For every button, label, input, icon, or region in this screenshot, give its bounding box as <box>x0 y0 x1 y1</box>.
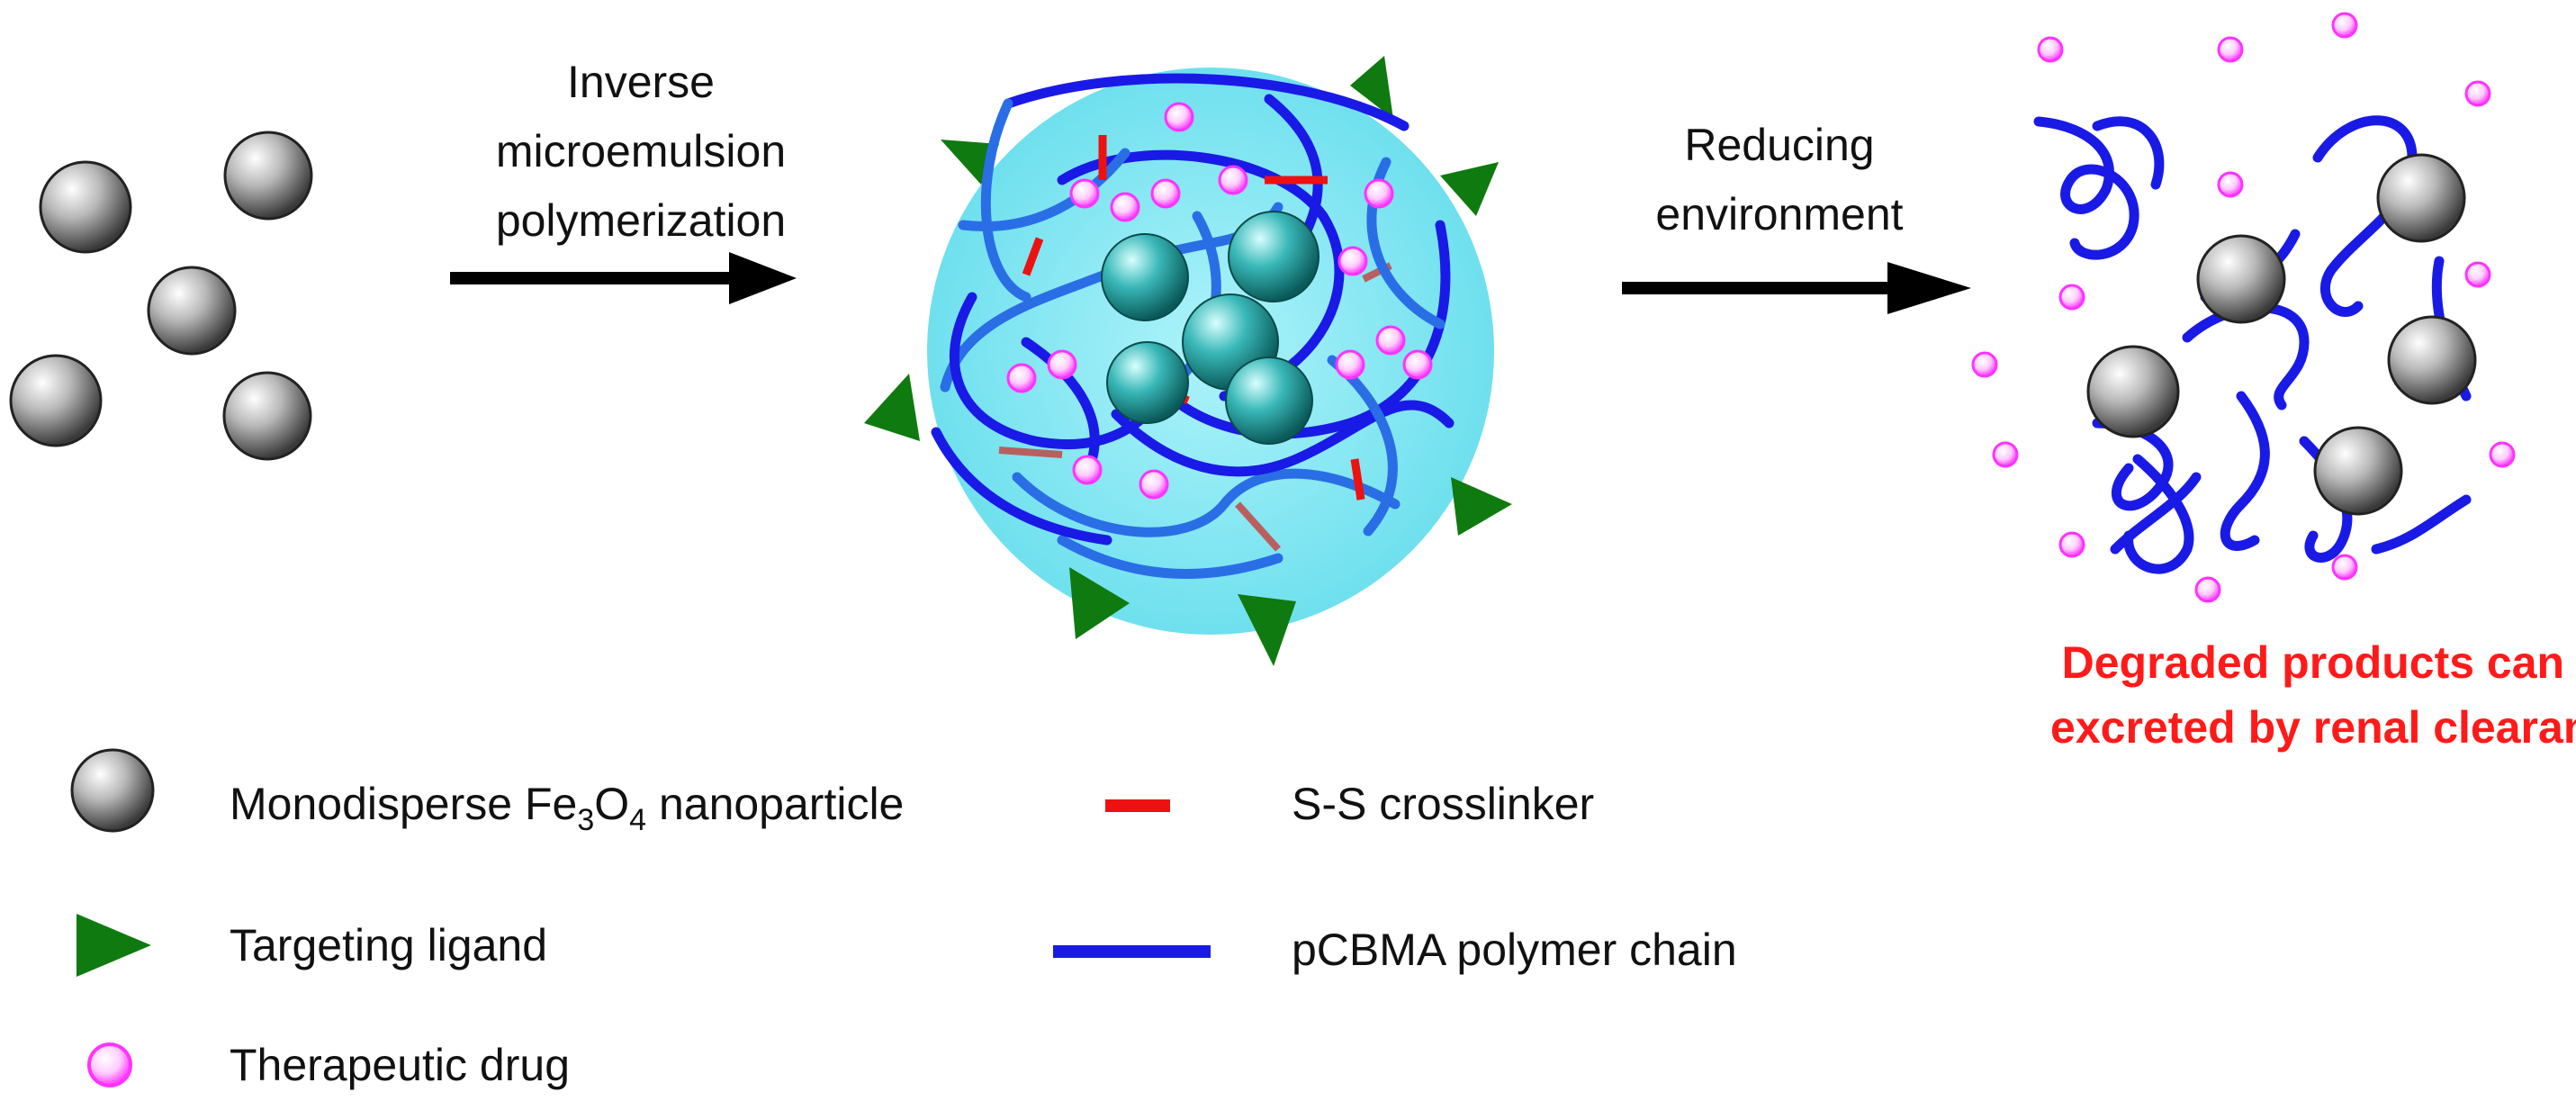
drug-icon <box>1069 178 1100 209</box>
drug-icon <box>1402 349 1433 380</box>
step1-label-line3: polymerization <box>496 195 786 246</box>
drug-icon <box>1047 349 1077 380</box>
drug-icon <box>2058 284 2085 311</box>
drug-icon <box>1338 246 1368 276</box>
legend-label-drug: Therapeutic drug <box>230 1040 570 1090</box>
drug-icon <box>2058 531 2085 558</box>
legend: Monodisperse Fe3O4 nanoparticle Targetin… <box>70 748 1737 1090</box>
step2-label-line1: Reducing <box>1684 120 1874 170</box>
degradation-note-line2: excreted by renal clearance <box>2050 702 2576 753</box>
drug-icon <box>1992 441 2019 468</box>
core-particle-icon <box>1106 341 1189 424</box>
nanoparticle-icon <box>2376 153 2466 243</box>
arrow-icon <box>1622 262 1971 314</box>
blue-line-icon <box>1053 945 1211 958</box>
legend-item-nanoparticle: Monodisperse Fe3O4 nanoparticle <box>70 748 904 837</box>
drug-icon <box>2464 80 2491 107</box>
released-nanoparticles <box>2086 153 2477 516</box>
drug-icon <box>1139 469 1169 500</box>
nanoparticle-icon <box>2196 234 2286 324</box>
ligand-icon <box>1451 477 1512 536</box>
core-particle-icon <box>1225 356 1313 445</box>
ligand-icon <box>1350 56 1393 119</box>
nanogel <box>864 56 1512 666</box>
drug-icon <box>1375 325 1406 356</box>
ligand-icon <box>864 374 920 441</box>
step1-label-line1: Inverse <box>567 57 715 107</box>
nanoparticle-icon <box>9 354 103 447</box>
nanoparticle-icon <box>2313 426 2403 516</box>
drug-icon <box>2217 171 2244 198</box>
free-nanoparticles <box>9 131 313 461</box>
ligand-icon <box>1440 162 1499 216</box>
grey-sphere-icon <box>70 748 155 833</box>
legend-item-crosslinker: S-S crosslinker <box>1105 779 1594 829</box>
nanoparticle-icon <box>147 266 237 356</box>
ligand-icon <box>1069 567 1130 639</box>
legend-label-crosslinker: S-S crosslinker <box>1292 779 1594 829</box>
drug-icon <box>1335 349 1365 380</box>
nanoparticle-icon <box>2086 345 2180 438</box>
degraded-products: Degraded products can be excreted by ren… <box>1971 12 2576 753</box>
core-particle-icon <box>1228 211 1320 302</box>
drug-icon <box>2037 36 2064 63</box>
step2: Reducing environment <box>1622 120 1971 314</box>
legend-item-ligand: Targeting ligand <box>77 914 547 977</box>
degradation-note-line1: Degraded products can be <box>2062 637 2576 688</box>
step1-label-line2: microemulsion <box>496 126 786 176</box>
drug-icon <box>2331 554 2358 581</box>
drug-icon <box>1072 455 1103 485</box>
nanoparticle-icon <box>222 371 312 461</box>
drug-icon <box>1971 351 1998 378</box>
pink-circle-icon <box>87 1042 132 1087</box>
drug-icon <box>2217 36 2244 63</box>
legend-item-chain: pCBMA polymer chain <box>1053 925 1737 975</box>
ligand-icon <box>1238 594 1296 666</box>
nanoparticle-icon <box>223 131 313 221</box>
drug-icon <box>2489 441 2516 468</box>
legend-label-ligand: Targeting ligand <box>230 920 547 970</box>
drug-icon <box>1164 102 1194 132</box>
drug-icon <box>1110 192 1140 222</box>
drug-icon <box>2464 261 2491 288</box>
legend-label-chain: pCBMA polymer chain <box>1292 925 1737 975</box>
red-dash-icon <box>1105 799 1170 812</box>
released-drugs <box>1971 12 2516 603</box>
drugs <box>1006 102 1433 500</box>
drug-icon <box>1150 178 1181 209</box>
core-particle-icon <box>1101 233 1189 321</box>
core-particles <box>1101 211 1320 445</box>
nanoparticle-icon <box>2387 315 2477 405</box>
drug-icon <box>1218 165 1248 195</box>
nanoparticle-icon <box>39 160 132 254</box>
green-triangle-icon <box>77 914 151 977</box>
legend-item-drug: Therapeutic drug <box>87 1040 570 1090</box>
step2-label-line2: environment <box>1655 189 1903 239</box>
drug-icon <box>1364 178 1394 209</box>
legend-label-nanoparticle: Monodisperse Fe3O4 nanoparticle <box>230 779 904 837</box>
drug-icon <box>2331 12 2358 39</box>
arrow-icon <box>450 252 797 304</box>
step1: Inverse microemulsion polymerization <box>450 57 797 304</box>
drug-icon <box>2194 576 2221 603</box>
targeting-ligands <box>864 56 1512 666</box>
drug-icon <box>1006 363 1037 393</box>
